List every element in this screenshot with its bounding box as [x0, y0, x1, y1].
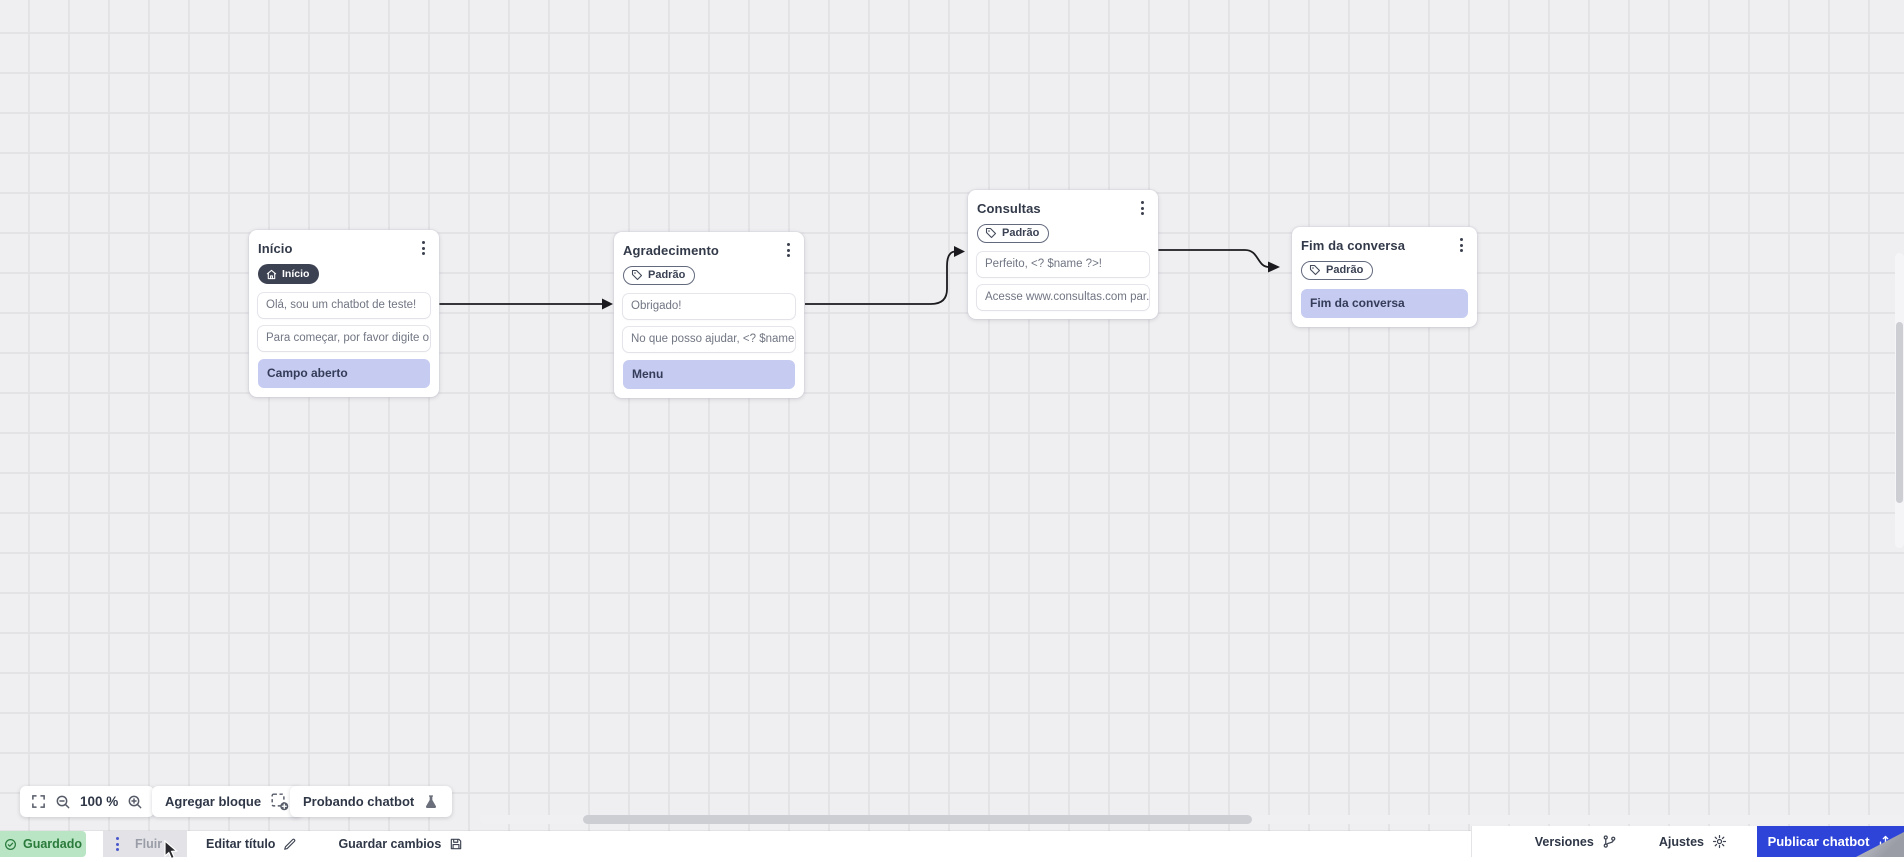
flask-icon — [423, 794, 439, 810]
horizontal-scrollbar-track[interactable] — [480, 815, 1904, 824]
edit-title-label: Editar título — [206, 837, 275, 851]
kebab-menu-icon[interactable] — [1135, 199, 1149, 217]
message-card[interactable]: Perfeito, <? $name ?>! — [977, 252, 1149, 277]
tab-fluir-label: Fluir — [135, 837, 162, 851]
tag-icon — [631, 269, 643, 281]
save-changes-label: Guardar cambios — [338, 837, 441, 851]
vertical-scrollbar-track[interactable] — [1895, 253, 1904, 548]
kebab-menu-icon[interactable] — [781, 241, 795, 259]
zoom-in-button[interactable] — [127, 794, 143, 810]
node-title: Consultas — [977, 199, 1041, 216]
save-changes-button[interactable]: Guardar cambios — [338, 837, 463, 851]
message-card[interactable]: Para começar, por favor digite o ... — [258, 326, 430, 351]
zoom-toolbar: 100 % — [20, 786, 154, 817]
edit-title-button[interactable]: Editar título — [206, 837, 297, 851]
fit-screen-button[interactable] — [31, 794, 46, 809]
node-tag-badge: Padrão — [1301, 261, 1373, 280]
kebab-menu-icon[interactable] — [1454, 236, 1468, 254]
node-title: Agradecimento — [623, 241, 719, 258]
node-tag-badge: Padrão — [977, 224, 1049, 243]
branch-icon — [1602, 834, 1617, 849]
message-card[interactable]: No que posso ajudar, <? $name ... — [623, 327, 795, 352]
tab-fluir[interactable]: Fluir — [103, 831, 187, 857]
badge-label: Padrão — [648, 269, 685, 281]
gear-icon — [1712, 834, 1727, 849]
zoom-level: 100 % — [80, 794, 118, 809]
add-block-button[interactable]: Agregar bloque — [152, 786, 302, 817]
message-card[interactable]: Obrigado! — [623, 294, 795, 319]
message-card[interactable]: Olá, sou um chatbot de teste! — [258, 293, 430, 318]
zoom-in-icon — [127, 794, 143, 810]
test-chatbot-button[interactable]: Probando chatbot — [290, 786, 452, 817]
add-block-label: Agregar bloque — [165, 794, 261, 809]
zoom-out-icon — [55, 794, 71, 810]
drag-handle-dots-icon[interactable] — [116, 837, 119, 851]
node-title: Início — [258, 239, 293, 256]
versions-button[interactable]: Versiones — [1535, 834, 1617, 849]
action-block-menu[interactable]: Menu — [623, 360, 795, 389]
badge-label: Início — [282, 268, 309, 280]
test-chatbot-label: Probando chatbot — [303, 794, 414, 809]
vertical-scrollbar-thumb[interactable] — [1896, 322, 1903, 503]
saved-status-label: Guardado — [23, 837, 82, 851]
add-block-icon — [270, 792, 289, 811]
tag-icon — [985, 227, 997, 239]
publish-chatbot-label: Publicar chatbot — [1768, 834, 1870, 849]
fit-screen-icon — [31, 794, 46, 809]
settings-button[interactable]: Ajustes — [1659, 834, 1727, 849]
home-icon — [266, 269, 277, 280]
flow-node-agradecimento[interactable]: Agradecimento Padrão Obrigado! No que po… — [614, 232, 804, 398]
node-tag-badge: Padrão — [623, 266, 695, 285]
node-header: Agradecimento — [623, 241, 795, 259]
action-block-fim-da-conversa[interactable]: Fim da conversa — [1301, 289, 1468, 318]
status-bar-right: Versiones Ajustes Publicar chatbot — [1471, 826, 1904, 857]
flow-node-fim-da-conversa[interactable]: Fim da conversa Padrão Fim da conversa — [1292, 227, 1477, 327]
settings-label: Ajustes — [1659, 835, 1704, 849]
save-icon — [449, 837, 463, 851]
tag-icon — [1309, 264, 1321, 276]
flow-node-consultas[interactable]: Consultas Padrão Perfeito, <? $name ?>! … — [968, 190, 1158, 319]
check-circle-icon — [4, 838, 17, 851]
kebab-menu-icon[interactable] — [416, 239, 430, 257]
node-header: Consultas — [977, 199, 1149, 217]
horizontal-scrollbar-thumb[interactable] — [583, 815, 1252, 824]
node-type-badge: Início — [258, 264, 319, 284]
badge-label: Padrão — [1326, 264, 1363, 276]
action-block-campo-aberto[interactable]: Campo aberto — [258, 359, 430, 388]
versions-label: Versiones — [1535, 835, 1594, 849]
flow-node-inicio[interactable]: Início Início Olá, sou um chatbot de tes… — [249, 230, 439, 397]
message-card[interactable]: Acesse www.consultas.com par... — [977, 285, 1149, 310]
node-header: Fim da conversa — [1301, 236, 1468, 254]
node-title: Fim da conversa — [1301, 236, 1405, 253]
zoom-out-button[interactable] — [55, 794, 71, 810]
badge-label: Padrão — [1002, 227, 1039, 239]
saved-status-badge: Guardado — [0, 831, 86, 857]
pencil-icon — [283, 837, 297, 851]
node-header: Início — [258, 239, 430, 257]
publish-chatbot-button[interactable]: Publicar chatbot — [1757, 826, 1904, 857]
